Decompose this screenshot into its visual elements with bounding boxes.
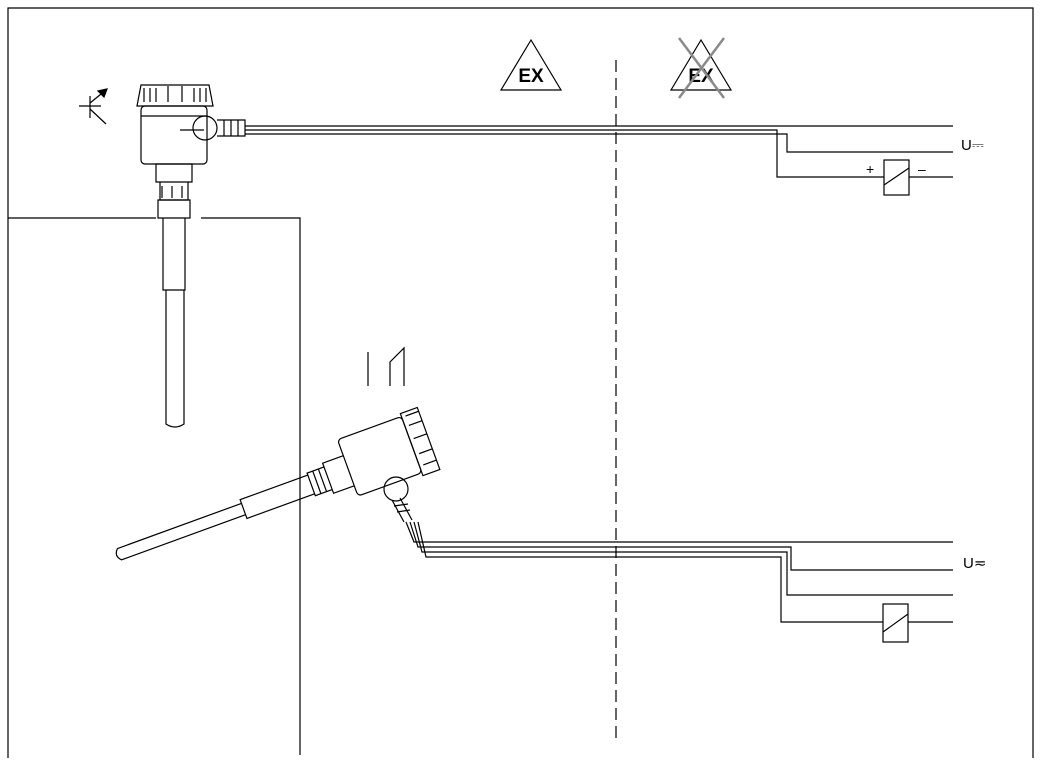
vertical-level-switch: [136, 84, 246, 428]
upper-minus-label: –: [918, 161, 926, 177]
upper-cable: [245, 125, 953, 178]
relay-contact-icon: [367, 346, 405, 386]
upper-plus-label: +: [866, 161, 874, 177]
switch-housing: [140, 105, 208, 165]
svg-text:EX: EX: [518, 66, 544, 87]
upper-supply-label: U⎓: [961, 137, 984, 154]
probe-tube: [162, 218, 186, 428]
vessel-wall: [8, 217, 301, 755]
cable-gland: [192, 115, 218, 141]
switch-housing-2: [338, 416, 422, 496]
upper-coil-box: [883, 159, 910, 196]
lower-relay: [882, 603, 909, 643]
cable-gland-2: [383, 476, 409, 502]
svg-text:EX: EX: [688, 66, 714, 87]
non-ex-zone-symbol: EX: [669, 37, 733, 99]
lower-cable: [405, 521, 953, 623]
switch-cover-2: [399, 406, 441, 477]
transistor-output-icon: [79, 88, 108, 125]
probe-tube-2: [115, 474, 315, 561]
lower-supply-label: U≂: [963, 555, 986, 572]
upper-relay: [883, 159, 910, 196]
inclined-level-switch: [115, 406, 441, 561]
ex-zone-symbol: EX: [499, 38, 563, 91]
frame-border: [7, 7, 1034, 758]
cross-out-mark: [678, 37, 725, 99]
switch-cover: [136, 84, 214, 107]
process-connection: [157, 199, 191, 219]
switch-neck-2: [306, 455, 355, 497]
